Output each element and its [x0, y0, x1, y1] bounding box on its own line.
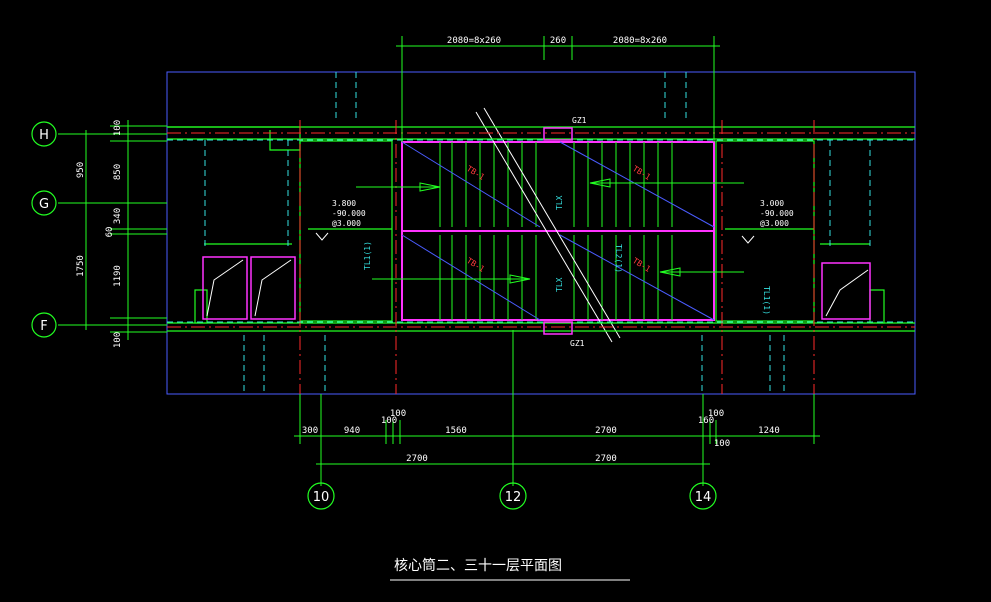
dim-bottom-940: 940	[344, 426, 360, 436]
center-lines	[167, 120, 915, 394]
elev-left-1: 3.800	[332, 199, 356, 208]
dim-bottom2-right: 2700	[595, 454, 617, 464]
label-tl-center-upper: TLX	[555, 195, 564, 210]
dim-left-1190: 1190	[113, 265, 123, 287]
stair-treads	[439, 142, 673, 320]
dim-bottom-100c: 100	[708, 409, 724, 419]
dim-left-850: 850	[113, 164, 123, 180]
label-tb-lower-left: TB-1	[465, 256, 486, 274]
direction-arrows	[356, 178, 744, 284]
elev-right-2: -90.000	[760, 209, 794, 218]
dim-bottom-2700: 2700	[595, 426, 617, 436]
axis-label-g: G	[39, 197, 49, 212]
dim-left-950: 950	[76, 162, 86, 178]
hidden-lines	[167, 72, 915, 394]
label-tl-center-lower: TLX	[555, 277, 564, 292]
dim-bottom-100a: 100	[381, 416, 397, 426]
drawing-title: 核心筒二、三十一层平面图	[394, 557, 562, 574]
label-tl2: TL2(1)	[614, 244, 623, 273]
dim-left-100a: 100	[113, 120, 123, 136]
break-line	[475, 107, 621, 343]
elevation-markers	[315, 232, 755, 244]
dim-bottom-100d: 100	[714, 439, 730, 449]
elev-left-3: @3.000	[332, 219, 361, 228]
axis-label-h: H	[39, 128, 49, 143]
axis-label-12: 12	[505, 490, 522, 505]
label-gz1-top: GZ1	[572, 116, 587, 125]
label-tb-upper-left: TB-1	[465, 164, 486, 182]
left-dimension-lines	[58, 120, 167, 340]
axis-bubble-g	[31, 190, 57, 216]
dim-bottom-160: 160	[698, 416, 714, 426]
dim-bottom-1240: 1240	[758, 426, 780, 436]
axis-bubble-10	[307, 482, 335, 510]
elev-left-2: -90.000	[332, 209, 366, 218]
axis-bubble-14	[689, 482, 717, 510]
elev-right-1: 3.000	[760, 199, 784, 208]
dim-top-left: 2080=8x260	[447, 36, 501, 46]
axis-bubble-h	[31, 121, 57, 147]
axis-label-10: 10	[313, 490, 330, 505]
top-dimension-lines	[396, 36, 720, 142]
walls	[167, 126, 915, 332]
axis-bubble-12	[499, 482, 527, 510]
elev-right-3: @3.000	[760, 219, 789, 228]
dim-left-100b: 100	[113, 332, 123, 348]
label-gz1-bottom: GZ1	[570, 339, 585, 348]
label-tb-upper-right: TB-1	[631, 164, 652, 182]
axis-bubble-f	[31, 312, 57, 338]
label-tl-right: TL1(1)	[762, 286, 771, 315]
axis-label-14: 14	[695, 490, 712, 505]
outer-boundary	[166, 71, 916, 395]
axis-bubbles-left: H G F	[31, 121, 57, 338]
dim-bottom-100b: 100	[390, 409, 406, 419]
dim-bottom-300: 300	[302, 426, 318, 436]
label-tl-left: TL1(1)	[363, 241, 372, 270]
dim-top-mid: 260	[550, 36, 566, 46]
dim-left-340: 340	[113, 208, 123, 224]
dim-bottom-1560: 1560	[445, 426, 467, 436]
stair-slope-lines	[401, 141, 715, 321]
dim-bottom2-left: 2700	[406, 454, 428, 464]
shaft-symbols	[206, 259, 869, 317]
dim-top-right: 2080=8x260	[613, 36, 667, 46]
bottom-dimension-lines	[294, 330, 820, 486]
shafts	[202, 127, 871, 335]
axis-bubbles-bottom: 10 12 14	[307, 482, 717, 510]
dim-left-60: 60	[105, 227, 115, 238]
axis-label-f: F	[40, 319, 47, 334]
dim-left-1750: 1750	[76, 255, 86, 277]
label-tb-lower-right: TB-1	[631, 256, 652, 274]
